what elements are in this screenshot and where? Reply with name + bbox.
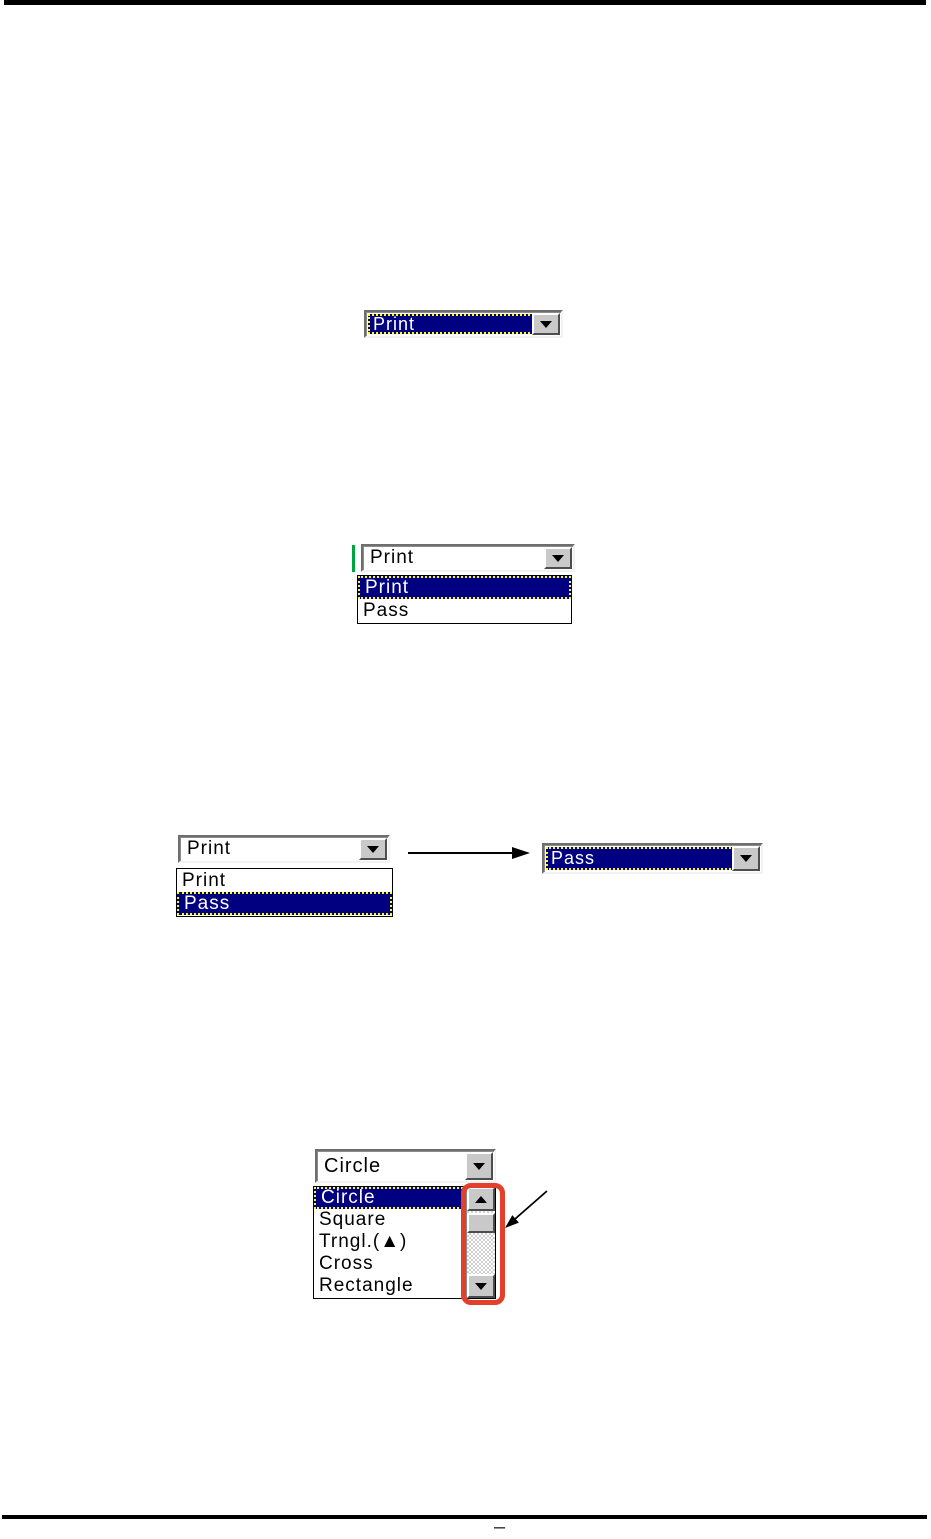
- combo-field-value: Print: [365, 548, 546, 568]
- combo-field-value: Circle: [319, 1153, 467, 1179]
- dropdown-button[interactable]: [732, 846, 760, 871]
- chevron-down-icon: [475, 1282, 487, 1290]
- combo-print-open[interactable]: Print: [361, 544, 575, 572]
- green-field-marker: [352, 545, 355, 572]
- combo-pass-open[interactable]: Print: [178, 835, 390, 863]
- right-arrow: [408, 847, 530, 859]
- list-item-print[interactable]: Print: [182, 869, 227, 891]
- list-item-print[interactable]: Print: [358, 576, 571, 599]
- scrollbar-callout-arrow: [505, 1190, 548, 1228]
- combo-shape[interactable]: Circle: [315, 1149, 496, 1183]
- scroll-down-button[interactable]: [467, 1274, 495, 1298]
- bottom-rule: [2, 1515, 927, 1519]
- list-item-triangle[interactable]: Trngl.(▲): [319, 1231, 408, 1252]
- list-item-pass[interactable]: Pass: [363, 599, 410, 621]
- chevron-down-icon: [740, 855, 752, 862]
- combo-print-open-list: Print Pass: [357, 575, 572, 624]
- combo-shape-list: Circle Square Trngl.(▲) Cross Rectangle: [313, 1186, 496, 1299]
- chevron-down-icon: [367, 845, 379, 853]
- chevron-up-icon: [475, 1195, 487, 1203]
- list-item-rectangle[interactable]: Rectangle: [319, 1275, 414, 1296]
- combo-print-selected[interactable]: Print: [364, 310, 563, 338]
- combo-selected-value: Pass: [546, 847, 734, 870]
- chevron-down-icon: [473, 1162, 485, 1170]
- shape-option-column: Circle Square Trngl.(▲) Cross Rectangle: [314, 1187, 467, 1298]
- combo-field-value: Print: [182, 839, 361, 859]
- dropdown-button[interactable]: [359, 838, 387, 860]
- footer-page-dash: –: [494, 1516, 506, 1538]
- list-item-square[interactable]: Square: [319, 1209, 387, 1230]
- list-item-circle[interactable]: Circle: [314, 1187, 467, 1209]
- list-scrollbar[interactable]: [466, 1187, 495, 1298]
- scrollbar-thumb[interactable]: [467, 1213, 495, 1233]
- list-item-pass[interactable]: Pass: [177, 892, 392, 915]
- dropdown-button[interactable]: [532, 313, 560, 335]
- list-item-cross[interactable]: Cross: [319, 1253, 374, 1274]
- chevron-down-icon: [540, 320, 552, 328]
- top-rule: [4, 0, 926, 5]
- combo-pass-selected[interactable]: Pass: [542, 843, 763, 874]
- combo-selected-value: Print: [368, 314, 534, 334]
- scroll-up-button[interactable]: [467, 1187, 495, 1211]
- dropdown-button[interactable]: [544, 547, 572, 569]
- chevron-down-icon: [552, 554, 564, 562]
- dropdown-button[interactable]: [465, 1152, 493, 1180]
- combo-pass-open-list: Print Pass: [176, 868, 393, 917]
